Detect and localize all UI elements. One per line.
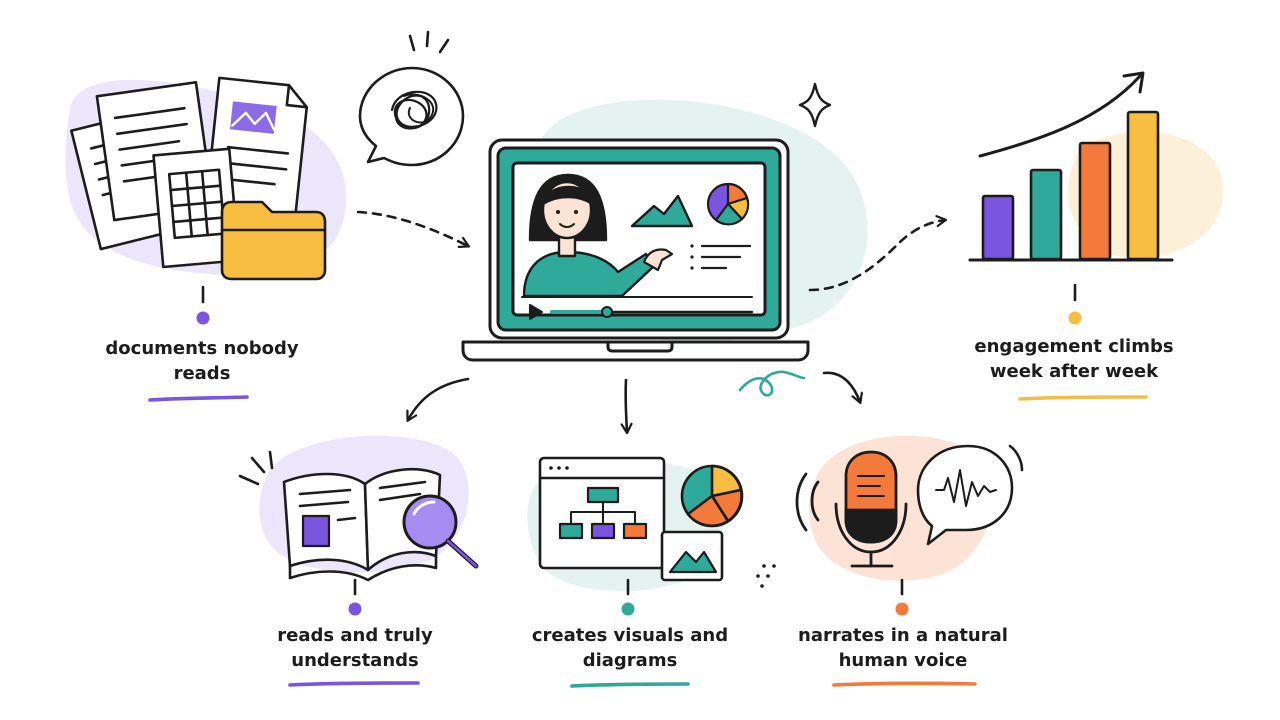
reads-label-line1: reads and truly [277, 625, 433, 646]
visuals-label-line1: creates visuals and [531, 625, 729, 646]
flowchart-window-icon [538, 456, 776, 588]
laptop-to-chart-arrow [808, 220, 945, 292]
presenter-avatar [522, 173, 674, 298]
mountain-chart-icon [630, 194, 694, 228]
visuals-pie-icon [680, 464, 744, 528]
bullet-list-icon [690, 244, 752, 270]
teal-squiggle [738, 370, 806, 397]
engagement-label-line2: week after week [989, 361, 1159, 382]
progress-knob [601, 306, 613, 318]
confused-thought-icon [358, 30, 465, 167]
narrates-label-line2: human voice [838, 650, 968, 671]
picture-frame-icon [660, 530, 724, 582]
rising-bar-chart-icon [968, 71, 1174, 262]
visuals-label-line2: diagrams [582, 650, 678, 671]
pie-chart-icon [706, 182, 750, 226]
documents-label-line2: reads [173, 363, 231, 384]
visuals-label: creates visuals and diagrams [522, 623, 738, 673]
reads-marker [288, 578, 420, 687]
narrates-label: narrates in a natural human voice [792, 623, 1014, 673]
engagement-marker [1018, 283, 1148, 401]
visuals-marker [570, 578, 690, 688]
speech-bubble-waveform-icon [916, 444, 1024, 546]
laptop-to-visuals-arrow [626, 378, 627, 432]
documents-label: documents nobody reads [102, 336, 302, 386]
engagement-label: engagement climbs week after week [968, 334, 1180, 384]
book-magnifier-icon [238, 450, 479, 582]
narrates-label-line1: narrates in a natural [798, 625, 1008, 646]
laptop-video-presenter-icon [461, 138, 810, 362]
documents-label-line1: documents nobody [105, 338, 299, 359]
laptop-to-reads-arrow [408, 377, 470, 420]
reads-label-line2: understands [291, 650, 419, 671]
engagement-label-line1: engagement climbs [974, 336, 1174, 357]
narrates-marker [832, 578, 977, 687]
documents-marker [148, 285, 249, 402]
document-stack-icon [70, 76, 327, 281]
play-icon [529, 304, 543, 320]
folder-icon [220, 200, 327, 281]
microphone-icon [795, 450, 908, 568]
reads-label: reads and truly understands [263, 623, 447, 673]
sparkle-icon [798, 82, 832, 128]
documents-to-laptop-arrow [356, 210, 468, 246]
laptop-to-narrates-arrow [822, 371, 860, 402]
